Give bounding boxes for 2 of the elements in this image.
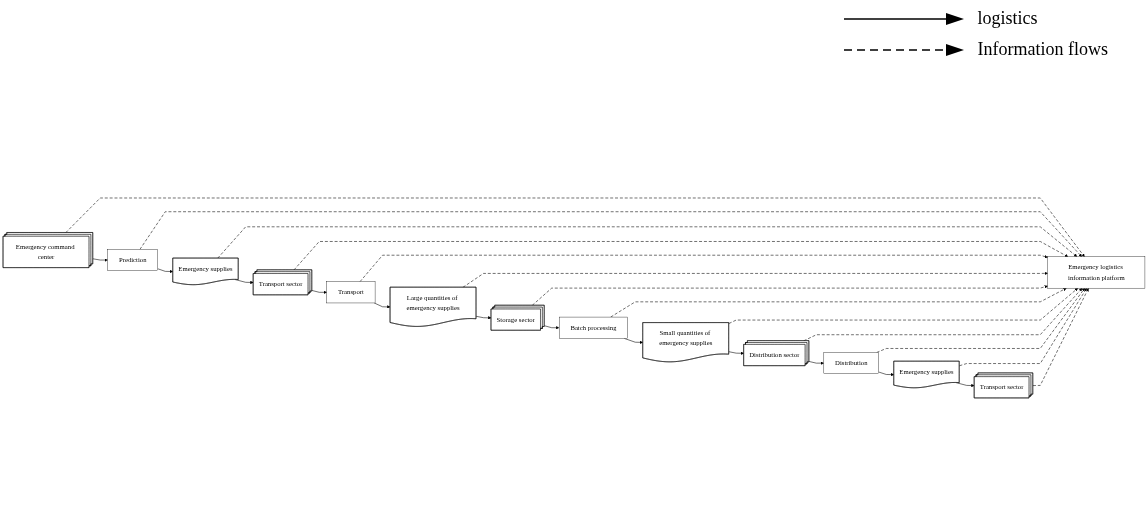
legend-text: logistics — [977, 8, 1038, 29]
legend-text: Information flows — [977, 39, 1108, 60]
